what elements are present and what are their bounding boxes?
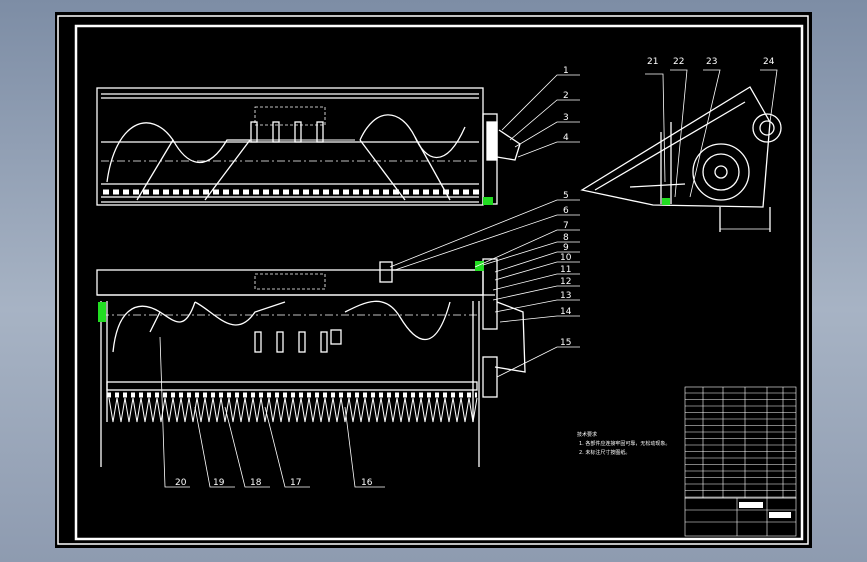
callout-11: 11 [560,265,571,275]
callout-13: 13 [560,291,571,301]
inner-frame [74,24,804,541]
technical-notes: 技术要求 1. 各部件应连接牢固可靠，无松动现象。 2. 未标注尺寸按图纸。 [577,431,670,456]
callout-16: 16 [361,478,373,488]
callout-3: 3 [563,113,569,123]
top-view [96,87,521,206]
callout-6: 6 [563,206,569,216]
callout-23: 23 [706,57,717,67]
notes-line-2: 2. 未标注尺寸按图纸。 [579,449,630,456]
callout-17: 17 [290,478,301,488]
callout-22: 22 [673,57,684,67]
callouts-right: 1 2 3 4 5 6 7 8 9 10 11 12 13 14 15 [560,66,572,348]
callout-14: 14 [560,307,572,317]
notes-title: 技术要求 [577,431,597,438]
callout-2: 2 [563,91,569,101]
callout-9: 9 [563,243,569,253]
callout-20: 20 [175,478,187,488]
assembly-drawing: 1 2 3 4 5 6 7 8 9 10 11 12 13 14 15 21 2… [57,15,809,545]
callout-4: 4 [563,133,569,143]
callout-5: 5 [563,191,569,201]
front-view [96,258,526,467]
notes-line-1: 1. 各部件应连接牢固可靠，无松动现象。 [579,440,670,447]
callout-1: 1 [563,66,569,76]
callout-24: 24 [763,57,775,67]
cad-viewport[interactable]: 1 2 3 4 5 6 7 8 9 10 11 12 13 14 15 21 2… [55,12,812,548]
side-view [580,86,782,232]
callout-8: 8 [563,233,569,243]
title-block [684,497,797,537]
callout-21: 21 [647,57,658,67]
callouts-bottom: 20 19 18 17 16 [175,478,373,488]
callouts-side: 21 22 23 24 [647,57,775,67]
callout-19: 19 [213,478,225,488]
callout-12: 12 [560,277,571,287]
callout-18: 18 [250,478,262,488]
leader-lines [159,69,778,488]
parts-list [684,386,797,499]
callout-10: 10 [560,253,572,263]
callout-15: 15 [560,338,571,348]
outer-frame [57,15,809,545]
callout-7: 7 [563,221,569,231]
